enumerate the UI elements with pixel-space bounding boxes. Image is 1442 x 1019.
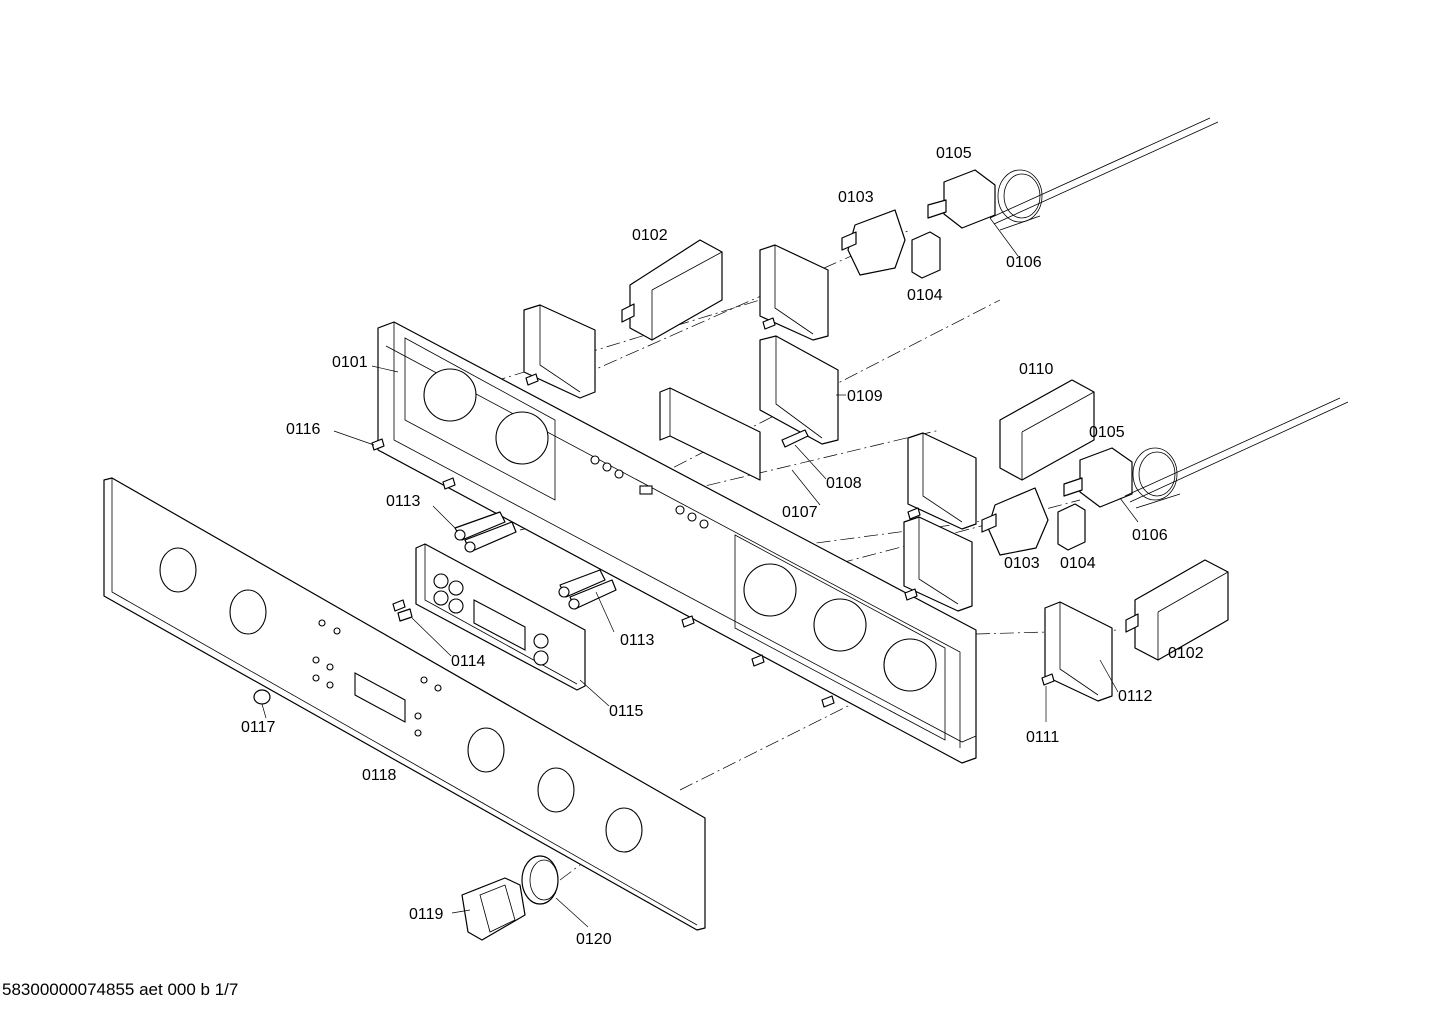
part-0108-sensor [781,429,809,448]
label-0103-bottom: 0103 [1004,555,1040,572]
part-labels: 0105 0103 0102 0106 0104 0101 0110 0109 … [241,145,1204,948]
label-0113-right: 0113 [620,632,655,649]
part-0112-brackets [523,244,1113,702]
part-0105-thermostat-bottom [1063,447,1133,508]
part-0102-switch-bottom [1125,559,1229,661]
label-0111: 0111 [1026,729,1059,746]
part-0104-clips [911,231,1086,551]
part-0103-selector-top [841,209,906,276]
label-0101: 0101 [332,354,368,371]
label-0106-bottom: 0106 [1132,527,1168,544]
part-0115-control-module [415,543,586,691]
label-0117: 0117 [241,719,276,736]
label-0113-left: 0113 [386,493,421,510]
label-0114: 0114 [451,653,486,670]
part-0103-selector-bottom [981,487,1049,556]
document-id-footer: 58300000074855 aet 000 b 1/7 [2,980,239,999]
screws [371,317,1055,708]
part-0120-ring [521,855,559,905]
label-0106-top: 0106 [1006,254,1042,271]
part-0117-button [253,689,271,705]
label-0104-bottom: 0104 [1060,555,1096,572]
part-0102-switch-top [621,239,723,341]
label-0108: 0108 [826,475,862,492]
part-0119-knob [461,877,526,941]
part-0110-switch [999,379,1095,481]
label-0110: 0110 [1019,361,1054,378]
part-0109-circuit-board [759,335,839,445]
label-0115: 0115 [609,703,644,720]
part-0118-fascia [103,477,706,931]
label-0109: 0109 [847,388,883,405]
label-0116: 0116 [286,421,321,438]
part-0101-frame [377,321,977,764]
part-0114-pin [397,608,413,622]
label-0105-bottom: 0105 [1089,424,1125,441]
label-0103-top: 0103 [838,189,874,206]
part-0113-lamp-holders-right [558,569,617,610]
part-0106-capillary-top [989,117,1219,231]
label-0105-top: 0105 [936,145,972,162]
label-0102-top: 0102 [632,227,668,244]
label-0104-top: 0104 [907,287,943,304]
label-0107: 0107 [782,504,818,521]
part-0105-thermostat-top [927,169,996,229]
part-0113-lamp-holders-left [454,511,517,553]
label-0112: 0112 [1118,688,1153,705]
label-0102-bottom: 0102 [1168,645,1204,662]
leader-lines [261,217,1139,928]
label-0120: 0120 [576,931,612,948]
part-0107-bracket-plate [659,387,761,481]
label-0119: 0119 [409,906,444,923]
part-0106-capillary-bottom [1124,397,1349,509]
label-0118: 0118 [362,767,397,784]
